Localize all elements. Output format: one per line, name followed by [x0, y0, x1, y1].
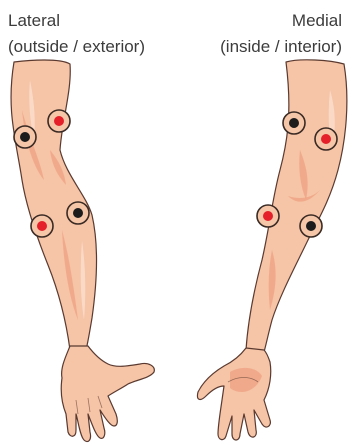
lateral-marker-red: [31, 215, 53, 237]
medial-marker-black: [300, 215, 322, 237]
lateral-hand: [61, 346, 154, 442]
marker-dot-black: [306, 221, 316, 231]
marker-dot-red: [321, 134, 331, 144]
lateral-marker-black: [14, 126, 36, 148]
medial-marker-red: [257, 205, 279, 227]
marker-dot-red: [54, 116, 64, 126]
marker-dot-black: [20, 132, 30, 142]
medial-marker-red: [315, 128, 337, 150]
lateral-marker-red: [48, 110, 70, 132]
lateral-arm: [11, 60, 154, 442]
medial-hand: [197, 348, 270, 440]
marker-dot-red: [263, 211, 273, 221]
lateral-marker-black: [67, 202, 89, 224]
marker-dot-black: [289, 118, 299, 128]
marker-dot-black: [73, 208, 83, 218]
medial-arm: [197, 60, 346, 440]
medial-marker-black: [283, 112, 305, 134]
marker-dot-red: [37, 221, 47, 231]
